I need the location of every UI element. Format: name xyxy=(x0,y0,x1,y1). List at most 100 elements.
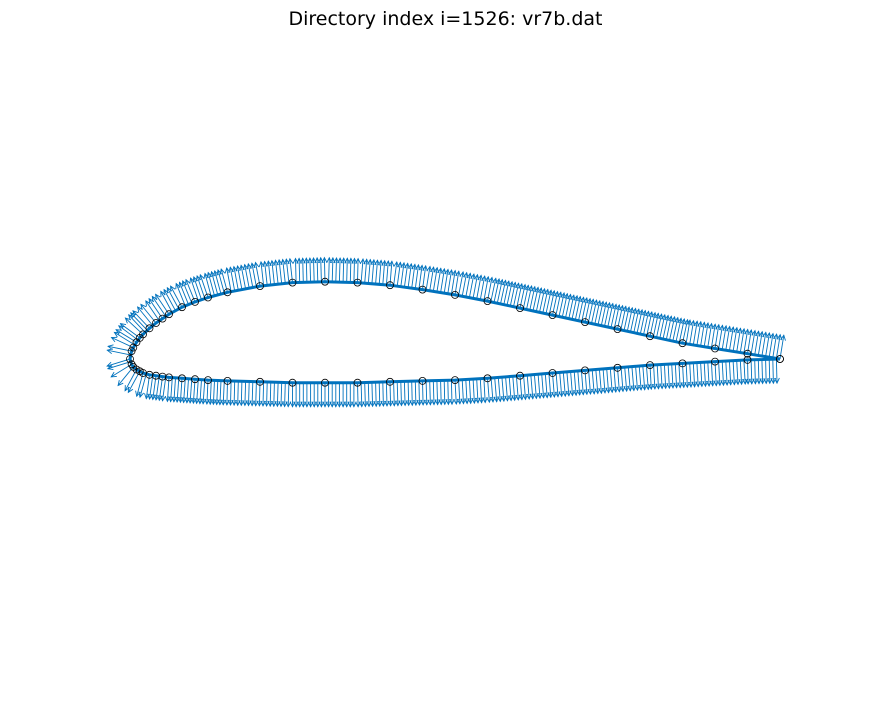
normal-vector-arrow xyxy=(119,322,141,339)
surface-point-marker xyxy=(204,293,212,302)
normal-vector-arrow xyxy=(292,257,299,283)
normal-vector-arrow xyxy=(136,306,154,326)
surface-markers-layer xyxy=(126,277,784,387)
surface-point-marker xyxy=(776,355,784,363)
surface-point-marker xyxy=(321,378,329,387)
normal-vector-arrow xyxy=(106,361,131,371)
surface-point-marker xyxy=(127,360,136,369)
surface-point-marker xyxy=(711,357,719,366)
surface-point-marker xyxy=(129,343,138,352)
surface-point-marker xyxy=(581,366,589,375)
surface-point-marker xyxy=(646,332,654,341)
normal-vector-arrow xyxy=(153,376,160,401)
surface-point-marker xyxy=(152,319,160,327)
surface-point-marker xyxy=(204,376,212,385)
surface-point-marker xyxy=(581,318,589,327)
normal-vector-arrow xyxy=(151,295,167,317)
surface-point-marker xyxy=(483,374,492,383)
normal-vector-arrow xyxy=(246,262,254,288)
normal-vector-arrow xyxy=(117,325,139,341)
surface-point-marker xyxy=(548,311,557,320)
surface-point-marker xyxy=(158,314,167,323)
normal-vector-arrow xyxy=(128,314,146,333)
normal-vector-arrow xyxy=(465,272,473,298)
normal-vector-arrow xyxy=(476,274,484,300)
normal-vector-arrow xyxy=(174,378,181,403)
surface-point-marker xyxy=(678,359,687,368)
surface-point-marker xyxy=(145,370,154,379)
surface-point-marker xyxy=(548,369,557,377)
normal-vector-arrow xyxy=(483,275,491,301)
surface-point-marker xyxy=(256,282,264,291)
normal-vector-arrow xyxy=(106,358,131,368)
normal-vector-arrow xyxy=(224,267,232,292)
normal-vector-arrow xyxy=(482,378,488,404)
normal-vector-arrow xyxy=(138,373,147,399)
surface-point-marker xyxy=(152,371,160,380)
normal-vector-arrow xyxy=(106,348,131,356)
normal-vector-arrow xyxy=(145,300,160,322)
surface-point-marker xyxy=(191,297,199,306)
normal-vector-arrow xyxy=(160,376,167,402)
normal-vector-arrow xyxy=(203,272,212,297)
surface-point-marker xyxy=(386,281,394,290)
normal-vector-arrow xyxy=(235,265,243,290)
normal-vectors-layer xyxy=(106,256,786,408)
surface-point-marker xyxy=(127,347,136,356)
normal-vector-arrow xyxy=(160,290,173,313)
surface-point-marker xyxy=(165,310,173,319)
surface-point-marker xyxy=(353,378,362,387)
normal-vector-arrow xyxy=(685,319,693,344)
normal-vector-arrow xyxy=(774,359,780,385)
normal-vector-arrow xyxy=(350,382,357,408)
surface-point-marker xyxy=(743,355,752,364)
airfoil-outline xyxy=(128,280,781,385)
surface-point-marker xyxy=(743,349,752,358)
surface-point-marker xyxy=(256,377,264,386)
normal-vector-arrow xyxy=(189,277,199,301)
surface-point-marker xyxy=(353,278,362,287)
normal-vector-arrow xyxy=(249,262,257,287)
surface-point-marker xyxy=(516,371,524,380)
normal-vector-arrow xyxy=(449,380,455,406)
surface-point-marker xyxy=(321,277,329,286)
normal-vector-arrow xyxy=(461,271,469,297)
normal-vector-arrow xyxy=(359,257,366,283)
normal-vector-arrow xyxy=(239,264,247,289)
normal-vector-arrow xyxy=(490,277,498,302)
surface-point-marker xyxy=(223,288,232,297)
surface-point-marker xyxy=(386,377,394,386)
chart-title: Directory index i=1526: vr7b.dat xyxy=(288,8,603,30)
surface-point-marker xyxy=(165,373,173,382)
surface-point-marker xyxy=(126,355,134,363)
normal-vector-arrow xyxy=(468,273,476,298)
surface-point-marker xyxy=(178,303,186,312)
surface-point-marker xyxy=(451,290,459,299)
surface-point-marker xyxy=(191,375,199,384)
normal-vector-arrow xyxy=(140,303,157,324)
normal-vector-arrow xyxy=(148,297,163,319)
surface-point-marker xyxy=(646,361,654,370)
normal-vector-arrow xyxy=(458,271,466,296)
surface-point-marker xyxy=(451,376,459,385)
normal-vector-arrow xyxy=(147,375,154,400)
normal-vector-arrow xyxy=(479,275,487,300)
normal-vector-arrow xyxy=(127,371,141,394)
normal-vector-arrow xyxy=(175,282,186,307)
surface-point-marker xyxy=(288,378,297,387)
normal-vector-arrow xyxy=(242,263,250,289)
surface-point-marker xyxy=(178,374,186,383)
normal-vector-arrow xyxy=(472,273,480,299)
normal-vector-arrow xyxy=(155,293,170,315)
normal-vector-arrow xyxy=(117,366,134,387)
airfoil-curve-layer xyxy=(128,280,781,385)
normal-vector-arrow xyxy=(231,265,239,291)
surface-point-marker xyxy=(678,339,687,348)
surface-point-marker xyxy=(613,325,622,334)
normal-vector-arrow xyxy=(326,256,333,282)
normal-vector-arrow xyxy=(107,344,132,352)
surface-point-marker xyxy=(613,363,622,372)
surface-point-marker xyxy=(158,372,167,381)
normal-vector-arrow xyxy=(285,382,292,408)
